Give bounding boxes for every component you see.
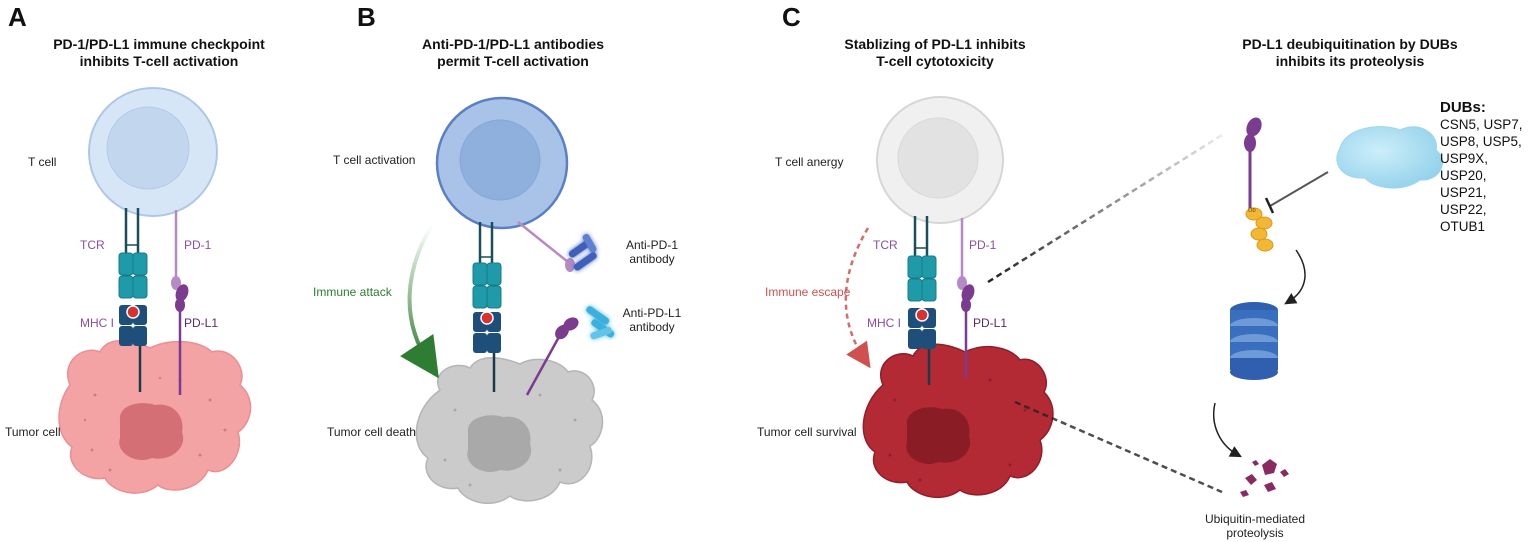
label-proteolysis: Ubiquitin-mediated proteolysis [1175,512,1335,540]
panel-letter-b: B [357,2,376,32]
arrow-to-fragments [1213,402,1242,458]
label-immune-attack: Immune attack [313,285,392,299]
panel-a-title-line2: inhibits T-cell activation [79,53,239,69]
panel-c-graphics [844,96,1223,499]
label-anti-pdl1-line2: antibody [629,320,675,334]
label-immune-escape: Immune escape [765,285,851,299]
dub-enzyme [1336,126,1443,189]
label-tcr-c: TCR [873,238,898,252]
panel-a-title-line1: PD-1/PD-L1 immune checkpoint [53,36,265,52]
panel-b-title-line1: Anti-PD-1/PD-L1 antibodies [421,36,604,52]
panel-a-graphics [58,87,252,494]
dubs-line-1: CSN5, USP7, [1440,117,1523,132]
label-t-cell-a: T cell [28,155,57,169]
label-anti-pdl1: Anti-PD-L1 antibody [612,306,692,334]
connector-top [987,133,1223,284]
ubiquitin-chain [1245,207,1274,252]
dubs-line-5: OTUB1 [1440,219,1486,234]
anti-pd1-antibody [568,233,597,271]
panel-d-title-line2: inhibits its proteolysis [1275,53,1425,69]
label-t-cell-c: T cell anergy [775,155,844,169]
label-tumor-c: Tumor cell survival [757,425,857,439]
arrow-to-proteasome [1284,249,1306,305]
antigen-b [480,311,494,325]
panel-letter-c: C [782,2,801,32]
pdl1-head-a [175,284,189,302]
panel-d-graphics [1213,117,1443,497]
immune-escape-arrow [844,227,871,369]
panel-a-title: PD-1/PD-L1 immune checkpoint inhibits T-… [14,36,304,70]
anti-pdl1-antibody [586,306,615,340]
antigen-a [126,305,140,319]
t-cell-nucleus-c [897,117,979,199]
pdl1-d [1246,117,1262,137]
label-tumor-b: Tumor cell death [327,425,416,439]
panel-b-title: Anti-PD-1/PD-L1 antibodies permit T-cell… [368,36,658,70]
label-t-cell-b: T cell activation [333,153,416,167]
proteasome [1230,302,1278,380]
tumor-nucleus-c [906,407,971,464]
panel-d-title-line1: PD-L1 deubiquitination by DUBs [1242,36,1458,52]
pd1-head-a [171,276,181,290]
label-anti-pdl1-line1: Anti-PD-L1 [622,306,682,320]
label-anti-pd1: Anti-PD-1 antibody [612,238,692,266]
dubs-line-2: USP8, USP5, [1440,134,1522,149]
dubs-line-4: USP21, USP22, [1440,185,1487,217]
immune-attack-arrow [400,223,439,379]
tumor-nucleus-a [119,403,184,460]
panel-c-title-line2: T-cell cytotoxicity [876,53,994,69]
label-proteolysis-line1: Ubiquitin-mediated [1204,512,1306,526]
label-mhc-a: MHC I [80,316,114,330]
panel-d-title: PD-L1 deubiquitination by DUBs inhibits … [1195,36,1505,70]
label-pdl1-c: PD-L1 [973,316,1008,330]
label-proteolysis-line2: proteolysis [1226,526,1284,540]
peptide-fragments [1240,459,1289,497]
panel-c-title: Stablizing of PD-L1 inhibits T-cell cyto… [790,36,1080,70]
inhibition-line [1269,171,1329,207]
panel-b-graphics [400,96,615,505]
dubs-title: DUBs: [1440,99,1486,116]
label-tcr-a: TCR [80,238,105,252]
antigen-c [915,308,929,322]
label-pd1-c: PD-1 [969,238,997,252]
panel-letter-a: A [8,2,27,32]
label-mhc-c: MHC I [867,316,901,330]
label-anti-pd1-line1: Anti-PD-1 [625,238,678,252]
panel-b-title-line2: permit T-cell activation [437,53,589,69]
tumor-nucleus-b [467,415,532,472]
label-pd1-a: PD-1 [184,238,212,252]
label-anti-pd1-line2: antibody [629,252,675,266]
panel-c-title-line1: Stablizing of PD-L1 inhibits [844,36,1026,52]
label-tumor-a: Tumor cell [5,425,61,439]
label-pdl1-a: PD-L1 [184,316,219,330]
ub-label: Ub [1248,208,1256,214]
t-cell-nucleus-b [459,119,541,201]
dubs-list: DUBs: CSN5, USP7, USP8, USP5, USP9X, USP… [1440,99,1535,235]
dubs-line-3: USP9X, USP20, [1440,151,1489,183]
connector-bottom [1014,400,1223,494]
t-cell-nucleus-a [106,106,190,190]
tcr-block [118,252,134,276]
